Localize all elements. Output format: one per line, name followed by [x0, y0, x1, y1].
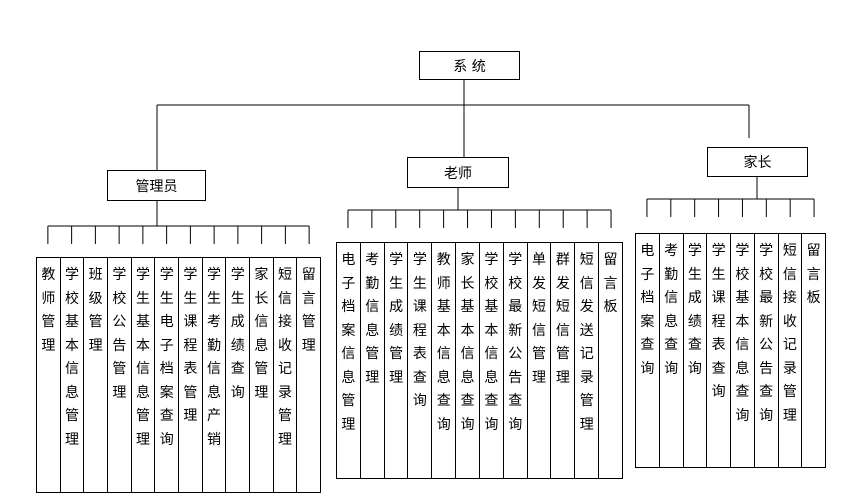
root-node-system: 系 统 [419, 51, 520, 80]
leaf-node-label: 学生成绩查询 [230, 267, 245, 401]
leaf-node: 学校公告管理 [108, 258, 132, 492]
root-node-label: 系 统 [453, 58, 486, 75]
leaf-node: 学生电子档案查询 [155, 258, 180, 492]
role-node-label: 老师 [444, 165, 472, 182]
leaf-node-label: 学生课程表查询 [711, 243, 726, 400]
leaf-node-label: 学生基本信息管理 [136, 267, 151, 448]
leaf-node-label: 学生考勤信息产销 [207, 267, 222, 448]
leaf-node: 短信接收记录管理 [779, 234, 803, 467]
leaf-node-label: 学校基本信息查询 [484, 252, 499, 433]
leaf-node-label: 教师管理 [41, 267, 56, 354]
leaf-node: 家长信息管理 [250, 258, 274, 492]
leaf-node: 学生课程表管理 [179, 258, 203, 492]
leaf-node: 学校基本信息管理 [61, 258, 85, 492]
leaf-node: 学校最新公告查询 [755, 234, 779, 467]
leaf-group-teacher: 电子档案信息管理考勤信息管理学生成绩管理学生课程表查询教师基本信息查询家长基本信… [336, 242, 623, 479]
leaf-node: 群发短信管理 [551, 243, 576, 478]
leaf-node: 电子档案信息管理 [337, 243, 361, 478]
leaf-node: 学生课程表查询 [408, 243, 433, 478]
leaf-node: 家长基本信息查询 [456, 243, 480, 478]
leaf-node: 考勤信息管理 [361, 243, 385, 478]
leaf-node-label: 家长基本信息查询 [460, 252, 475, 433]
leaf-node: 留言板 [802, 234, 825, 467]
leaf-node-label: 学校基本信息管理 [65, 267, 79, 448]
leaf-node-label: 电子档案查询 [640, 243, 655, 377]
leaf-node: 学生考勤信息产销 [203, 258, 227, 492]
leaf-node-label: 学校基本信息查询 [735, 243, 750, 424]
leaf-node-label: 考勤信息查询 [664, 243, 679, 377]
leaf-node-label: 学生成绩管理 [389, 252, 404, 386]
leaf-node-label: 学生电子档案查询 [159, 267, 174, 448]
leaf-node: 学校基本信息查询 [731, 234, 755, 467]
leaf-node: 留言管理 [297, 258, 320, 492]
leaf-node: 短信发送记录管理 [575, 243, 600, 478]
leaf-node-label: 留言板 [806, 243, 821, 306]
leaf-node: 学生成绩管理 [385, 243, 409, 478]
leaf-node: 单发短信管理 [528, 243, 552, 478]
leaf-node-label: 留言板 [603, 252, 618, 315]
leaf-node-label: 班级管理 [88, 267, 103, 354]
leaf-node: 电子档案查询 [636, 234, 660, 467]
leaf-node-label: 教师基本信息查询 [436, 252, 451, 433]
leaf-group-admin: 教师管理学校基本信息管理班级管理学校公告管理学生基本信息管理学生电子档案查询学生… [36, 257, 321, 493]
leaf-node: 学生成绩查询 [226, 258, 251, 492]
role-node-parent: 家长 [707, 147, 808, 177]
leaf-node-label: 短信接收记录管理 [782, 243, 797, 424]
leaf-node-label: 留言管理 [301, 267, 316, 354]
leaf-node: 班级管理 [84, 258, 109, 492]
leaf-node-label: 学生成绩查询 [687, 243, 702, 377]
leaf-node: 学生基本信息管理 [132, 258, 156, 492]
leaf-node-label: 学校最新公告查询 [508, 252, 523, 433]
leaf-node-label: 学生课程表查询 [412, 252, 427, 409]
role-node-label: 管理员 [135, 178, 178, 195]
leaf-node-label: 单发短信管理 [532, 252, 547, 386]
role-node-label: 家长 [743, 155, 772, 171]
leaf-node: 学生成绩查询 [684, 234, 708, 467]
leaf-node-label: 群发短信管理 [555, 252, 570, 386]
leaf-node-label: 考勤信息管理 [365, 252, 380, 386]
leaf-node: 教师基本信息查询 [432, 243, 457, 478]
leaf-node-label: 学校公告管理 [112, 267, 127, 401]
leaf-node: 教师管理 [37, 258, 61, 492]
role-node-teacher: 老师 [407, 157, 509, 188]
leaf-node-label: 短信接收记录管理 [278, 267, 293, 448]
leaf-node: 学校基本信息查询 [480, 243, 504, 478]
role-node-admin: 管理员 [107, 170, 206, 201]
leaf-node-label: 家长信息管理 [254, 267, 269, 401]
leaf-node: 学校最新公告查询 [504, 243, 528, 478]
leaf-node: 留言板 [599, 243, 622, 478]
leaf-node-label: 学校最新公告查询 [759, 243, 774, 424]
leaf-node-label: 学生课程表管理 [183, 267, 198, 424]
leaf-node: 考勤信息查询 [660, 234, 684, 467]
leaf-node: 学生课程表查询 [707, 234, 731, 467]
leaf-node: 短信接收记录管理 [274, 258, 298, 492]
leaf-node-label: 电子档案信息管理 [341, 252, 356, 433]
leaf-group-parent: 电子档案查询考勤信息查询学生成绩查询学生课程表查询学校基本信息查询学校最新公告查… [635, 233, 826, 468]
leaf-node-label: 短信发送记录管理 [579, 252, 594, 433]
